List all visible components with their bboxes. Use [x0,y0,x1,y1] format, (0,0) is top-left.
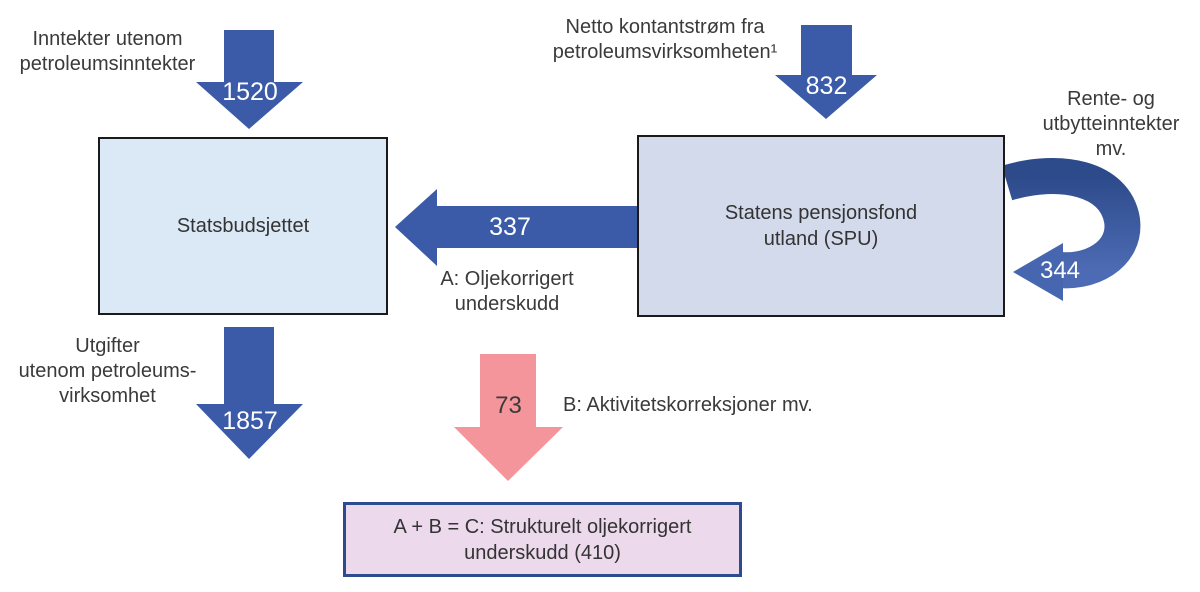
oil-corrected-deficit-value: 337 [489,213,531,241]
interest-dividends-arrowhead [1013,243,1063,301]
structural-deficit-box: A + B = C: Strukturelt oljekorrigert und… [343,502,742,577]
non-oil-revenues-value: 1520 [222,78,278,106]
spu-box: Statens pensjonsfond utland (SPU) [637,135,1005,317]
interest-dividends-label: Rente- og utbytteinntekter mv. [1042,88,1180,160]
spu-box-label: Statens pensjonsfond utland (SPU) [724,202,918,250]
non-oil-expenses-arrow [196,327,303,459]
interest-dividends-curve [1001,158,1141,289]
statsbudsjettet-box-label: Statsbudsjettet [176,215,310,237]
interest-dividends-value: 344 [1039,257,1081,284]
structural-deficit-box-label: A + B = C: Strukturelt oljekorrigert und… [393,515,692,564]
non-oil-expenses-label: Utgifter utenom petroleums- virksomhet [18,335,197,407]
oil-corrected-deficit-label: A: Oljekorrigert underskudd [440,268,574,315]
activity-corrections-value: 73 [495,392,522,419]
statsbudsjettet-box: Statsbudsjettet [98,137,388,315]
activity-corrections-arrow [454,354,563,481]
non-oil-revenues-label: Inntekter utenom petroleumsinntekter [19,28,196,75]
non-oil-expenses-value: 1857 [222,407,278,435]
activity-corrections-label: B: Aktivitetskorreksjoner mv. [563,394,813,416]
net-cash-flow-arrow [775,25,877,119]
oil-corrected-deficit-arrow [395,189,637,266]
net-cash-flow-label: Netto kontantstrøm fra petroleumsvirksom… [552,16,778,63]
non-oil-revenues-arrow [196,30,303,129]
net-cash-flow-value: 832 [805,72,848,100]
